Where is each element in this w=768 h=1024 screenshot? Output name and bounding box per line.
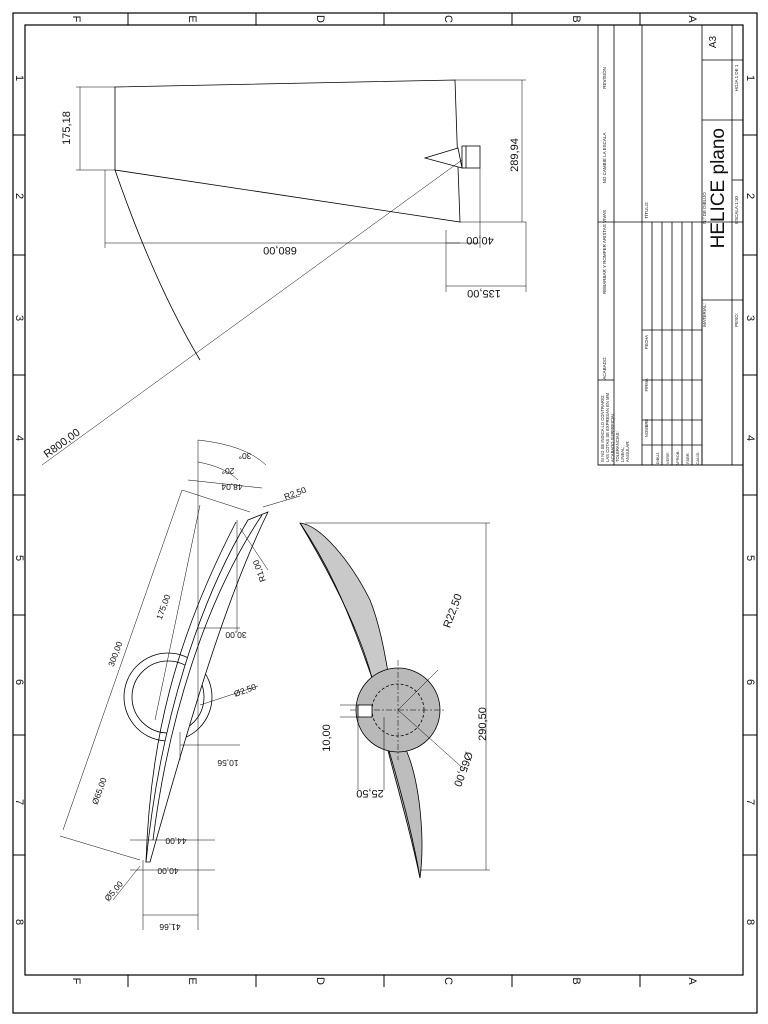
dim-290-50: 290,50 [477,707,489,741]
title-text: HELICE plano [708,128,729,248]
zone-col-d-top: D [314,15,326,23]
dim-10-56: 10,56 [217,758,239,768]
dim-41-66: 41,66 [159,922,181,932]
revision-label: REVISIÓN [601,67,607,89]
zone-col-e-bottom: E [186,977,198,984]
row-fabr: FABR. [685,452,690,464]
dim-r1: R1,00 [251,558,268,583]
zone-row-3-left: 3 [13,315,25,321]
blade-profile-view [41,79,527,466]
zone-letters-top: F E D C B A [70,15,698,23]
zone-col-e-top: E [186,15,198,22]
row-verif: VERIF. [665,452,670,464]
dim-dia-2-50: Ø2,50 [232,681,257,698]
zone-row-4-left: 4 [13,435,25,441]
zone-row-8-left: 8 [13,919,25,925]
zone-row-6-left: 6 [13,679,25,685]
zone-col-a-bottom: A [686,977,698,985]
col-nombre: NOMBRE [644,419,649,438]
notes-line-6: ANGULAR: [625,441,630,462]
zone-col-f-top: F [70,16,82,23]
zone-row-2-left: 2 [13,193,25,199]
deburr-label: REBARBAR Y ROMPER ARISTAS VIVAS [602,210,607,294]
dim-dia-65-b: Ø65,00 [451,750,475,788]
zone-numbers-right: 1 2 3 4 5 6 7 8 [744,75,756,925]
zone-row-3-right: 3 [744,315,756,321]
dim-40-b: 40,00 [157,866,179,876]
zone-col-c-bottom: C [442,977,454,985]
notes-line-1: SI NO SE INDICA LO CONTRARIO: [600,395,605,462]
dim-44: 44,00 [165,836,187,846]
zone-row-1-right: 1 [744,75,756,81]
zone-col-f-bottom: F [70,978,82,985]
row-calid: CALID. [695,452,700,465]
notes-line-5: LINEAL: [620,446,625,462]
zone-col-a-top: A [686,15,698,23]
dim-angle-20: 20° [222,466,235,476]
notes-line-4: TOLERANCIAS: [615,431,620,462]
zone-row-7-right: 7 [744,799,756,805]
row-dibuj: DIBUJ. [655,452,660,465]
zone-row-2-right: 2 [744,193,756,199]
sheet-number: HOJA 1 DE 1 [734,64,739,91]
zone-row-6-right: 6 [744,679,756,685]
dim-r2-50: R2,50 [283,485,308,502]
title-block [597,24,744,466]
zone-col-b-bottom: B [570,977,582,984]
dim-25-50: 25,50 [356,787,384,799]
dim-135: 135,00 [467,287,501,299]
weight-label: PESO: [734,313,739,327]
outer-border [12,12,758,1014]
col-fecha: FECHA [644,335,649,349]
title-block-text: HELICE plano A3 HOJA 1 DE 1 ESCALA:1:10 … [600,35,739,465]
zone-row-5-right: 5 [744,555,756,561]
zone-row-1-left: 1 [13,75,25,81]
dim-175: 175,00 [154,593,172,621]
zone-col-d-bottom: D [314,977,326,985]
no-scale-label: NO CAMBIE LA ESCALA [602,133,607,184]
col-firma: FIRMA [644,378,649,391]
dim-48-04: 48,04 [221,482,243,492]
row-aprob: APROB. [675,450,680,465]
dim-40: 40,00 [466,234,494,246]
sheet-size: A3 [708,35,719,48]
titulo-label: TÍTULO: [643,201,649,218]
notes-line-3: ACABADO SUPERFICIAL: [610,412,615,462]
drawing-number-label: N.º DE DIBUJO [702,192,707,224]
dim-300: 300,00 [106,640,124,668]
inner-border [24,24,744,976]
dim-680: 680,00 [263,244,297,256]
zone-letters-bottom: F E D C B A [70,977,698,985]
zone-col-c-top: C [442,15,454,23]
zone-row-7-left: 7 [13,799,25,805]
dim-175-18: 175,18 [61,111,73,145]
scale-text: ESCALA:1:10 [734,196,739,224]
zone-row-8-right: 8 [744,919,756,925]
notes-line-2: LAS COTAS SE EXPRESAN EN MM [605,392,610,462]
dim-30: 30,00 [225,630,247,640]
zone-col-b-top: B [570,15,582,22]
dim-289-94: 289,94 [509,138,521,172]
zone-row-4-right: 4 [744,435,756,441]
dim-10: 10,00 [321,724,333,752]
dim-dia-65-a: Ø65,00 [90,776,109,806]
propeller-front-view [299,522,490,879]
dim-r22-50: R22,50 [441,592,464,629]
zone-numbers-left: 1 2 3 4 5 6 7 8 [13,75,25,925]
dim-angle-30: 30° [239,451,252,461]
acabado-label: ACABADO: [602,356,607,379]
blade-section-view [59,439,301,930]
material-label: MATERIAL: [702,303,707,326]
zone-row-5-left: 5 [13,555,25,561]
dim-dia-5: Ø5,00 [102,879,125,903]
zone-ticks [13,13,757,987]
dim-r800: R800,00 [42,426,83,460]
